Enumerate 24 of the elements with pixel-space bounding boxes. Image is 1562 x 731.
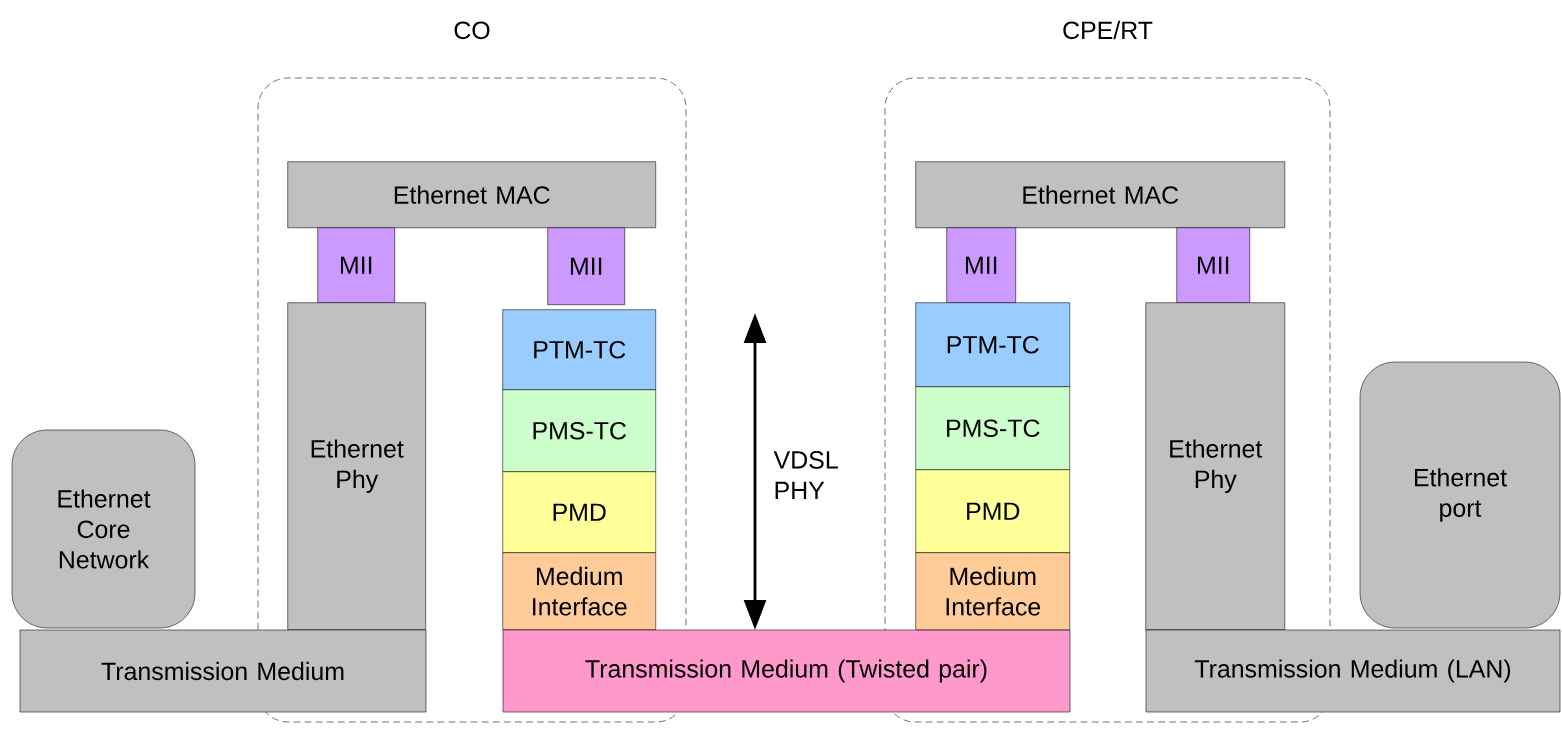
span-label: VDSL PHY [773, 451, 838, 499]
layer-box: Ethernet MAC [287, 161, 656, 228]
node-label: CO [454, 21, 490, 40]
layer-box: PMD [915, 469, 1070, 553]
medium-box: Transmission Medium [19, 629, 427, 713]
interface-box: MII [547, 227, 625, 305]
layer-box: Ethernet Phy [287, 302, 426, 630]
layer-box: PMS-TC [502, 389, 656, 472]
interface-box: MII [1176, 227, 1250, 303]
layer-box: Ethernet MAC [915, 161, 1285, 228]
layer-box: PTM-TC [915, 302, 1070, 387]
layer-box: Ethernet Phy [1145, 302, 1285, 630]
port-box: Ethernet port [1359, 361, 1561, 629]
layer-box: PMD [502, 471, 656, 553]
layer-box: PTM-TC [502, 309, 656, 390]
layer-box: PMS-TC [915, 386, 1070, 470]
node-label: CPE/RT [1063, 20, 1153, 40]
interface-box: MII [946, 227, 1016, 303]
network-box: Ethernet Core Network [11, 429, 196, 629]
layer-box: Medium Interface [502, 552, 656, 630]
medium-box: Transmission Medium (Twisted pair) [502, 629, 1071, 713]
interface-box: MII [317, 227, 395, 303]
medium-box: Transmission Medium (LAN) [1145, 629, 1561, 713]
layer-box: Medium Interface [915, 552, 1070, 630]
